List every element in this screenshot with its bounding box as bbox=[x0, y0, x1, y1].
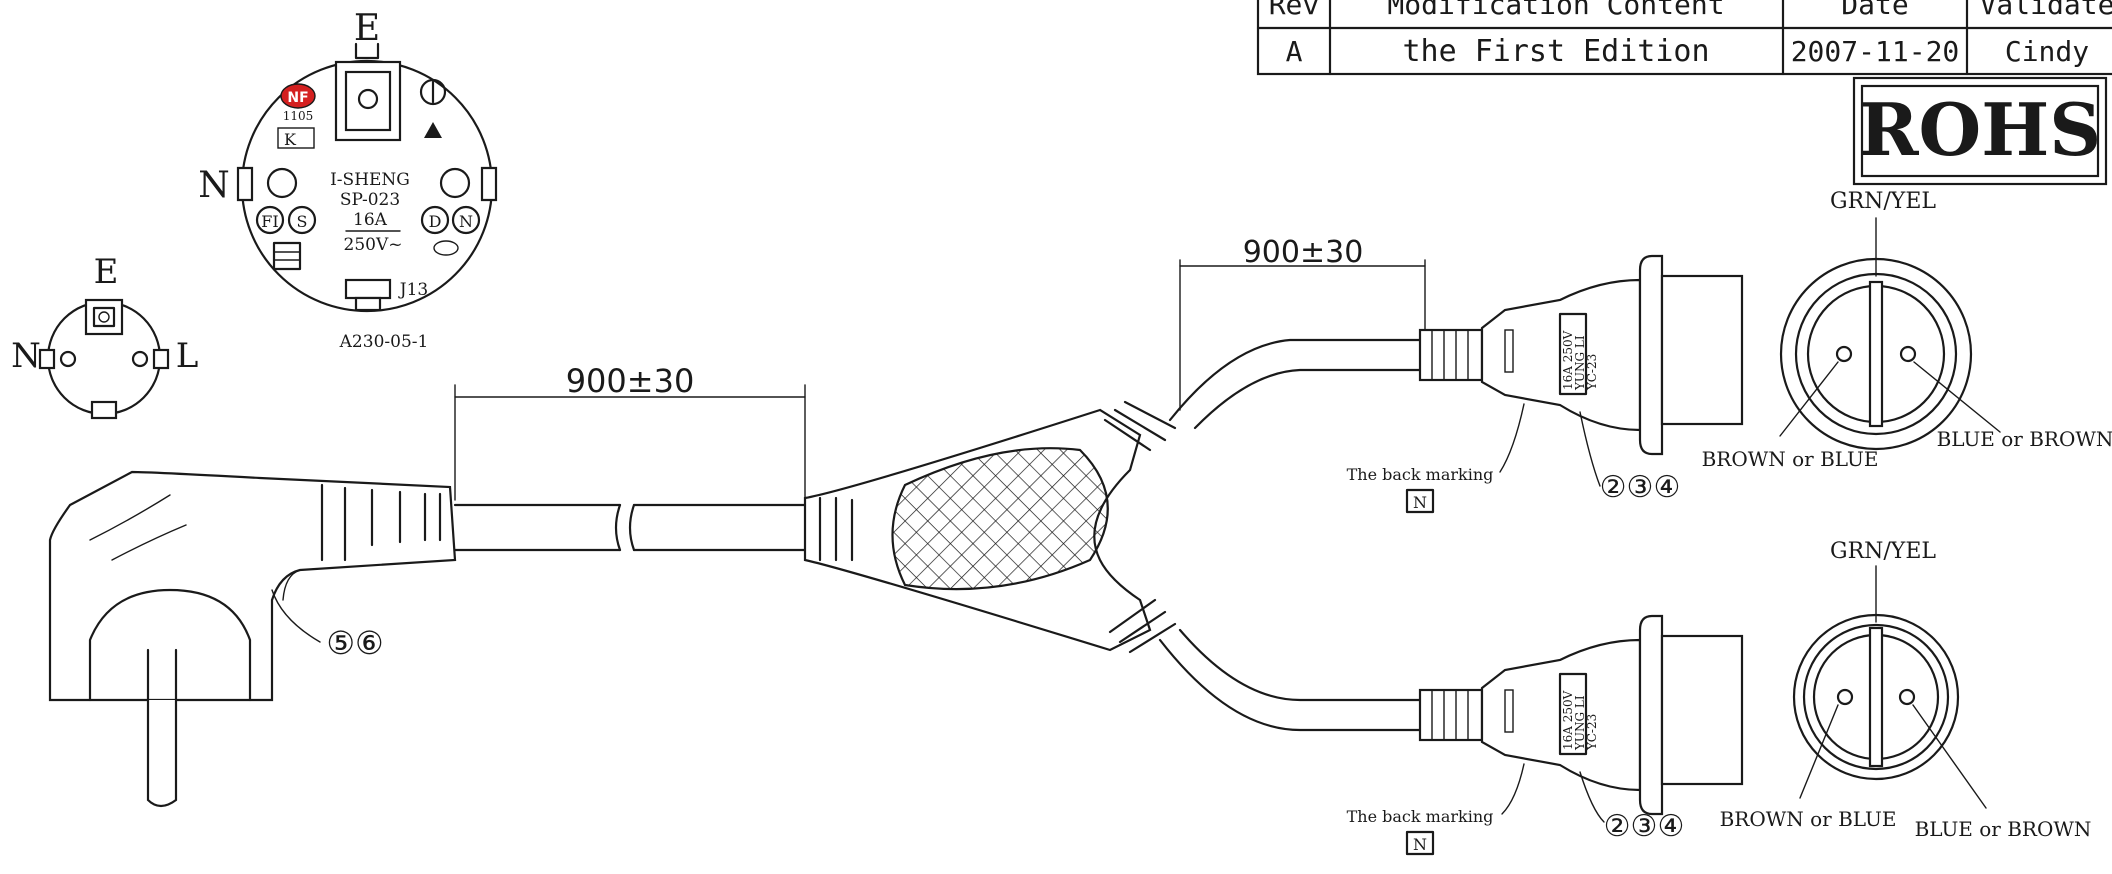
current-rating-text: 16A bbox=[353, 210, 388, 230]
socket-top-body-line2: YUNG LI bbox=[1573, 335, 1587, 391]
main-plug-side: ⑤⑥ bbox=[48, 470, 457, 808]
top-right-wire-label: BLUE or BROWN bbox=[1937, 427, 2112, 451]
s-mark: S bbox=[297, 212, 308, 231]
plug-face-view: E N NF 1105 K I-SHENG SP-023 16A 250V~ F… bbox=[198, 8, 498, 352]
nf-cert-icon bbox=[280, 83, 316, 109]
back-marking-top: The back marking bbox=[1347, 465, 1494, 484]
socket-bottom-callout: ②③④ bbox=[1604, 809, 1685, 844]
voltage-rating-text: 250V~ bbox=[344, 235, 403, 255]
main-cable-dimension: 900±30 bbox=[566, 362, 695, 400]
modification-header: Modification Content bbox=[1387, 0, 1724, 21]
main-cable: 900±30 bbox=[453, 362, 807, 552]
socket-bottom-body-line2: YUNG LI bbox=[1573, 695, 1587, 751]
small-plug-view: E N L bbox=[11, 252, 199, 420]
rev-header: Rev bbox=[1269, 0, 1320, 21]
upper-socket-side: 16A 250V YUNG LI YC-23 The back marking … bbox=[1347, 254, 1744, 514]
maker-text: I-SHENG bbox=[330, 170, 410, 190]
lower-branch-cable bbox=[1158, 628, 1422, 732]
validate-value: Cindy bbox=[2005, 35, 2089, 68]
lower-socket-side: 16A 250V YUNG LI YC-23 The back marking … bbox=[1347, 614, 1744, 856]
upper-branch-cable: 900±30 bbox=[1168, 235, 1426, 430]
socket-bottom-body-line3: YC-23 bbox=[1585, 714, 1599, 751]
top-earth-wire-label: GRN/YEL bbox=[1830, 189, 1936, 214]
date-value: 2007-11-20 bbox=[1791, 35, 1960, 68]
socket-top-body-line3: YC-23 bbox=[1585, 354, 1599, 391]
socket-bottom-body-line1: 16A 250V bbox=[1561, 690, 1575, 750]
back-marking-symbol-bottom: N bbox=[1413, 835, 1427, 854]
upper-socket-face: GRN/YEL BROWN or BLUE BLUE or BROWN bbox=[1702, 189, 2112, 471]
revision-table: Rev Modification Content Date Validate A… bbox=[1256, 0, 2112, 76]
socket-top-body-line1: 16A 250V bbox=[1561, 330, 1575, 390]
y-splitter bbox=[803, 400, 1177, 654]
top-left-wire-label: BROWN or BLUE bbox=[1702, 447, 1879, 471]
k-mark: K bbox=[284, 130, 297, 149]
rohs-badge: ROHS bbox=[1852, 76, 2108, 186]
modification-value: the First Edition bbox=[1402, 34, 1709, 69]
earth-code: J13 bbox=[398, 280, 428, 300]
plug-face-earth-label: E bbox=[354, 8, 380, 49]
plug-callout: ⑤⑥ bbox=[326, 624, 383, 662]
fi-mark: FI bbox=[261, 212, 278, 231]
n-mark: N bbox=[459, 212, 473, 231]
lower-socket-face: GRN/YEL BROWN or BLUE BLUE or BROWN bbox=[1720, 539, 2092, 841]
ground-symbol-icon bbox=[419, 78, 447, 106]
drawing-code: A230-05-1 bbox=[339, 332, 429, 352]
validate-header: Validate bbox=[1980, 0, 2112, 21]
socket-top-callout: ②③④ bbox=[1600, 470, 1681, 505]
bottom-right-wire-label: BLUE or BROWN bbox=[1915, 817, 2092, 841]
small-plug-left-label: N bbox=[11, 336, 41, 376]
model-text: SP-023 bbox=[340, 190, 400, 210]
branch-cable-dimension: 900±30 bbox=[1243, 235, 1364, 270]
small-plug-earth-label: E bbox=[94, 252, 119, 292]
date-header: Date bbox=[1841, 0, 1908, 21]
plug-face-neutral-label: N bbox=[198, 165, 230, 206]
back-marking-bottom: The back marking bbox=[1347, 807, 1494, 826]
warning-triangle-icon bbox=[424, 122, 442, 138]
small-plug-right-label: L bbox=[176, 336, 199, 376]
nf-mark-label: NF bbox=[287, 90, 308, 106]
back-marking-symbol-top: N bbox=[1413, 493, 1427, 512]
bottom-left-wire-label: BROWN or BLUE bbox=[1720, 807, 1897, 831]
rev-value: A bbox=[1286, 35, 1303, 68]
cert-code: 1105 bbox=[283, 109, 314, 123]
rohs-label: ROHS bbox=[1859, 87, 2102, 172]
bottom-earth-wire-label: GRN/YEL bbox=[1830, 539, 1936, 564]
d-mark: D bbox=[429, 212, 442, 231]
